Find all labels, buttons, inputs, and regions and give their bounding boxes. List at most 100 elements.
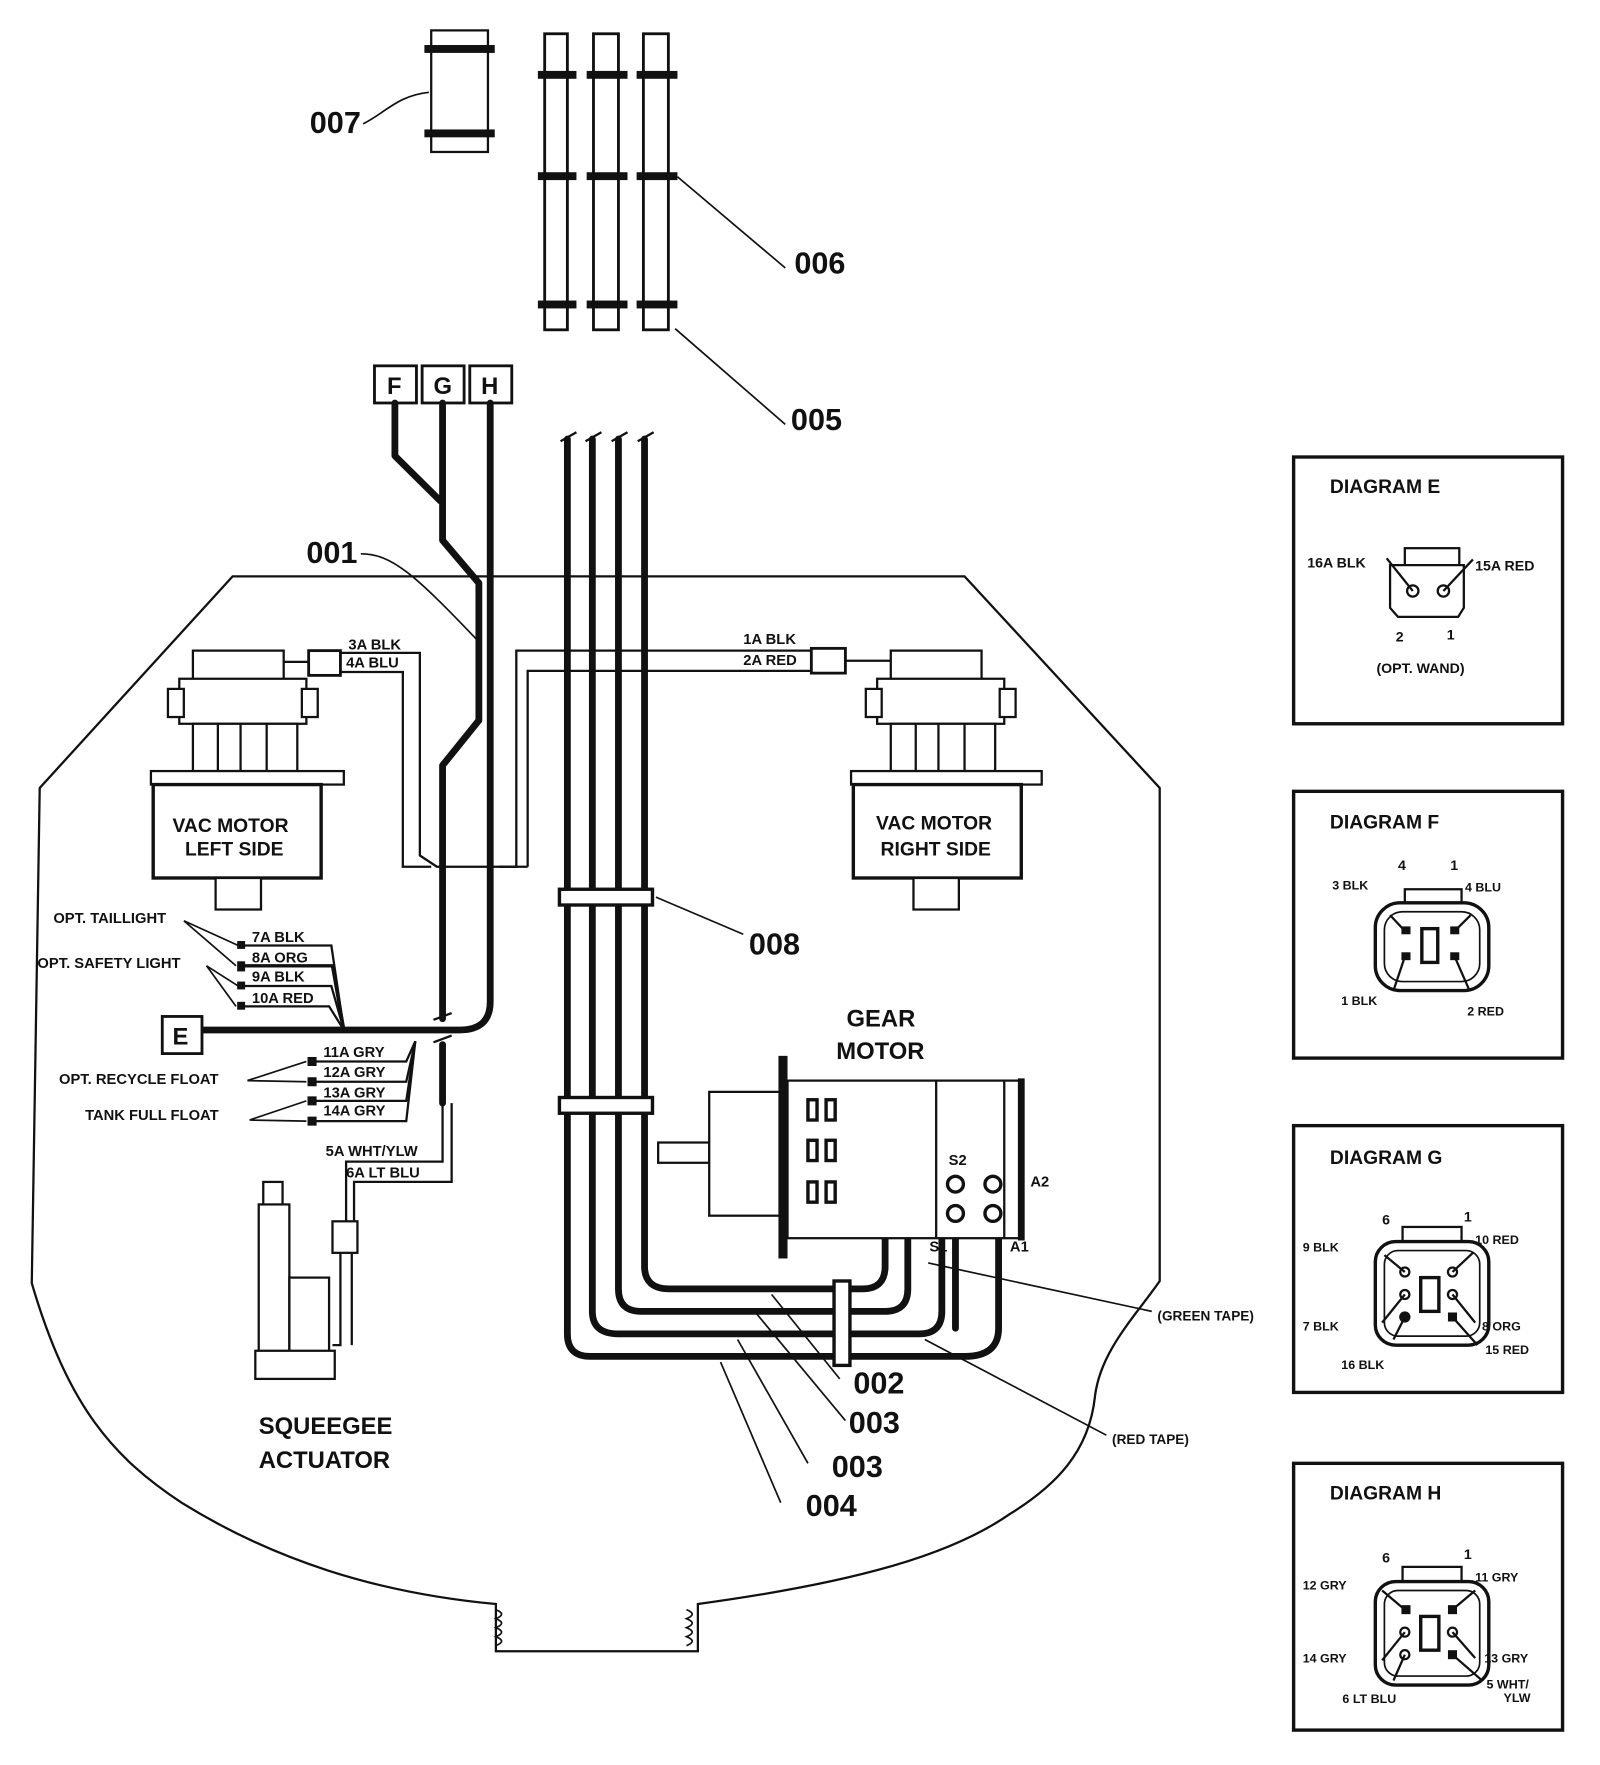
- diagram-f: DIAGRAM F 4 1 3 BLK 4 BLU 1 BLK 2 RED: [1291, 789, 1565, 1060]
- option-wires-floats: [247, 1040, 417, 1126]
- wire-6a: 6A LT BLU: [346, 1165, 420, 1181]
- gear-motor: [657, 1055, 1025, 1259]
- connector-f-label: F: [387, 374, 402, 400]
- chassis-outline: [30, 575, 1161, 1653]
- diagram-g-pin6: 6: [1382, 1212, 1390, 1228]
- diagram-h-13gry: 13 GRY: [1484, 1652, 1529, 1666]
- wire-12a: 12A GRY: [323, 1065, 385, 1081]
- notch-left: [493, 1608, 503, 1647]
- label-002: 002: [853, 1367, 904, 1401]
- label-001: 001: [306, 536, 357, 570]
- diagram-h-6ltblu: 6 LT BLU: [1342, 1692, 1396, 1706]
- connector-h-label: H: [481, 374, 498, 400]
- connector-g-label: G: [433, 374, 452, 400]
- wire-7a: 7A BLK: [252, 930, 305, 946]
- leader-red-tape: [924, 1338, 1107, 1436]
- wires-3a-4a: [340, 651, 528, 868]
- diagram-f-1blk: 1 BLK: [1341, 994, 1377, 1008]
- actuator-lead: [332, 1249, 353, 1347]
- leader-001: [360, 552, 478, 640]
- leader-green-tape: [928, 1262, 1152, 1313]
- terminal-s1: S1: [929, 1240, 947, 1256]
- part-007: [424, 29, 495, 154]
- squeegee-label-1: SQUEEGEE: [259, 1414, 393, 1440]
- diagram-f-3blk: 3 BLK: [1332, 878, 1368, 892]
- leader-007: [362, 91, 430, 125]
- diagram-e-pin1: 1: [1447, 626, 1455, 642]
- vac-left-label-1: VAC MOTOR: [172, 816, 288, 837]
- green-tape-label: (GREEN TAPE): [1157, 1308, 1253, 1323]
- diagram-e-16a: 16A BLK: [1307, 554, 1366, 570]
- wire-6a-line: [352, 1103, 453, 1222]
- diagram-h-pin1: 1: [1464, 1546, 1472, 1562]
- leader-003b: [736, 1339, 809, 1464]
- wire-9a: 9A BLK: [252, 970, 305, 986]
- diagram-f-title: DIAGRAM F: [1330, 813, 1440, 834]
- part-006-tubes: [537, 32, 678, 332]
- diagram-e-15a: 15A RED: [1475, 558, 1534, 574]
- diagram-e-title: DIAGRAM E: [1330, 477, 1441, 498]
- gear-motor-label-1: GEAR: [847, 1007, 916, 1033]
- connector-f: [373, 364, 418, 405]
- squeegee-actuator: [254, 1180, 336, 1381]
- leader-003a: [753, 1310, 847, 1422]
- diagram-h-5whtylw-1: 5 WHT/: [1487, 1678, 1530, 1692]
- opt-safety-light-label: OPT. SAFETY LIGHT: [37, 956, 180, 972]
- diagram-g-pin1: 1: [1464, 1208, 1472, 1224]
- diagram-h-11gry: 11 GRY: [1475, 1571, 1519, 1585]
- wire-5a: 5A WHT/YLW: [326, 1144, 418, 1160]
- vac-right-label-1: VAC MOTOR: [876, 814, 992, 835]
- wire-13a: 13A GRY: [323, 1086, 385, 1102]
- vac-left-label-2: LEFT SIDE: [185, 840, 284, 861]
- diagram-h: DIAGRAM H 6 1 12 GRY 11 GRY 14 GRY 13 GR…: [1291, 1461, 1565, 1732]
- terminal-a1: A1: [1010, 1240, 1029, 1256]
- label-003b: 003: [832, 1450, 883, 1484]
- leader-005: [674, 328, 786, 426]
- wire-4a: 4A BLU: [346, 656, 399, 672]
- gear-motor-label-2: MOTOR: [836, 1039, 924, 1065]
- actuator-connector: [331, 1220, 359, 1254]
- tank-full-float-label: TANK FULL FLOAT: [85, 1108, 219, 1124]
- diagram-h-14gry: 14 GRY: [1303, 1652, 1348, 1666]
- label-008: 008: [749, 928, 800, 962]
- diagram-g-9blk: 9 BLK: [1303, 1241, 1339, 1255]
- harness-001: [198, 399, 494, 1107]
- diagram-h-pin6: 6: [1382, 1549, 1390, 1565]
- wire-1a: 1A BLK: [743, 632, 796, 648]
- squeegee-label-2: ACTUATOR: [259, 1448, 390, 1474]
- connector-e: [160, 1015, 204, 1056]
- leader-002: [770, 1293, 841, 1380]
- terminal-s2: S2: [949, 1153, 967, 1169]
- vac-right-label-2: RIGHT SIDE: [881, 840, 992, 861]
- diagram-g-16blk: 16 BLK: [1341, 1358, 1384, 1372]
- terminal-a2: A2: [1030, 1174, 1049, 1190]
- diagram-e-note: (OPT. WAND): [1376, 660, 1464, 676]
- label-003a: 003: [849, 1406, 900, 1440]
- vac-right-connector: [809, 646, 847, 675]
- diagram-g-10red: 10 RED: [1475, 1233, 1519, 1247]
- diagram-g: DIAGRAM G 6 1 9 BLK 10 RED 7 BLK 8 ORG 1…: [1291, 1123, 1565, 1395]
- diagram-h-12gry: 12 GRY: [1303, 1578, 1348, 1592]
- wire-11a: 11A GRY: [323, 1045, 384, 1061]
- diagram-g-8org: 8 ORG: [1482, 1320, 1521, 1334]
- diagram-h-title: DIAGRAM H: [1330, 1483, 1441, 1504]
- option-wires-lights: [183, 920, 346, 1031]
- diagram-f-pin4: 4: [1398, 857, 1406, 873]
- wire-2a: 2A RED: [743, 653, 797, 669]
- vac-motor-right: [849, 649, 1043, 911]
- label-005: 005: [791, 403, 842, 437]
- wire-8a: 8A ORG: [252, 950, 308, 966]
- leader-004: [719, 1361, 782, 1504]
- diagram-f-4blu: 4 BLU: [1465, 881, 1501, 895]
- label-004: 004: [806, 1489, 857, 1523]
- wire-5a-line: [344, 1103, 444, 1222]
- label-007: 007: [310, 106, 361, 140]
- wire-10a: 10A RED: [252, 991, 314, 1007]
- diagram-g-15red: 15 RED: [1485, 1343, 1529, 1357]
- opt-recycle-float-label: OPT. RECYCLE FLOAT: [59, 1072, 219, 1088]
- notch-right: [684, 1608, 694, 1647]
- diagram-g-7blk: 7 BLK: [1303, 1320, 1339, 1334]
- diagram-f-2red: 2 RED: [1467, 1004, 1504, 1018]
- red-tape-label: (RED TAPE): [1112, 1432, 1189, 1447]
